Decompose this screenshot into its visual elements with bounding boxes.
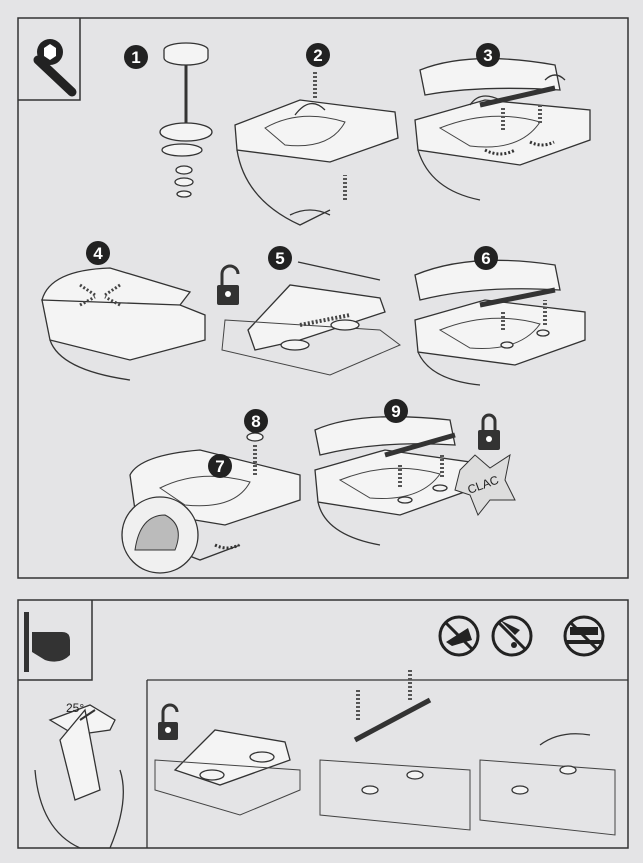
remove-step-2 [319,670,471,831]
no-chemicals-icon [491,615,533,657]
remove-step-1 [154,703,301,816]
step-number-3: 3 [483,46,492,65]
pointing-hand-icon [24,612,70,672]
assembly-panel [17,17,629,579]
step-3-toilet [414,57,591,201]
step-number-1: 1 [131,48,140,67]
step-number-7: 7 [215,457,224,476]
step-numbers: 1 2 3 4 5 6 7 8 9 [86,43,500,478]
lock-icon [478,413,500,450]
step-9-toilet [314,413,516,546]
step-number-4: 4 [93,244,103,263]
clean-step [479,733,616,836]
unlock-icon [217,264,240,305]
step-7-toilet [121,432,301,574]
wrench-icon [33,39,77,97]
step-5-toilet [217,261,401,376]
care-panel [17,599,629,849]
step-number-5: 5 [275,249,284,268]
tilted-seat-sketch [34,704,124,849]
unlock-icon [158,703,179,740]
step-2-toilet [234,72,399,226]
step-number-6: 6 [481,249,490,268]
step-number-8: 8 [251,412,260,431]
step-number-2: 2 [313,46,322,65]
step-6-toilet [414,259,586,386]
step-1-parts [159,42,213,198]
click-burst [454,453,516,516]
wrench-icon-box [18,18,81,101]
no-abrasive-icon [563,615,605,657]
step-4-toilet [41,267,206,381]
step-number-9: 9 [391,402,400,421]
no-high-heels-icon [438,615,480,657]
angle-label: 25° [66,701,84,715]
